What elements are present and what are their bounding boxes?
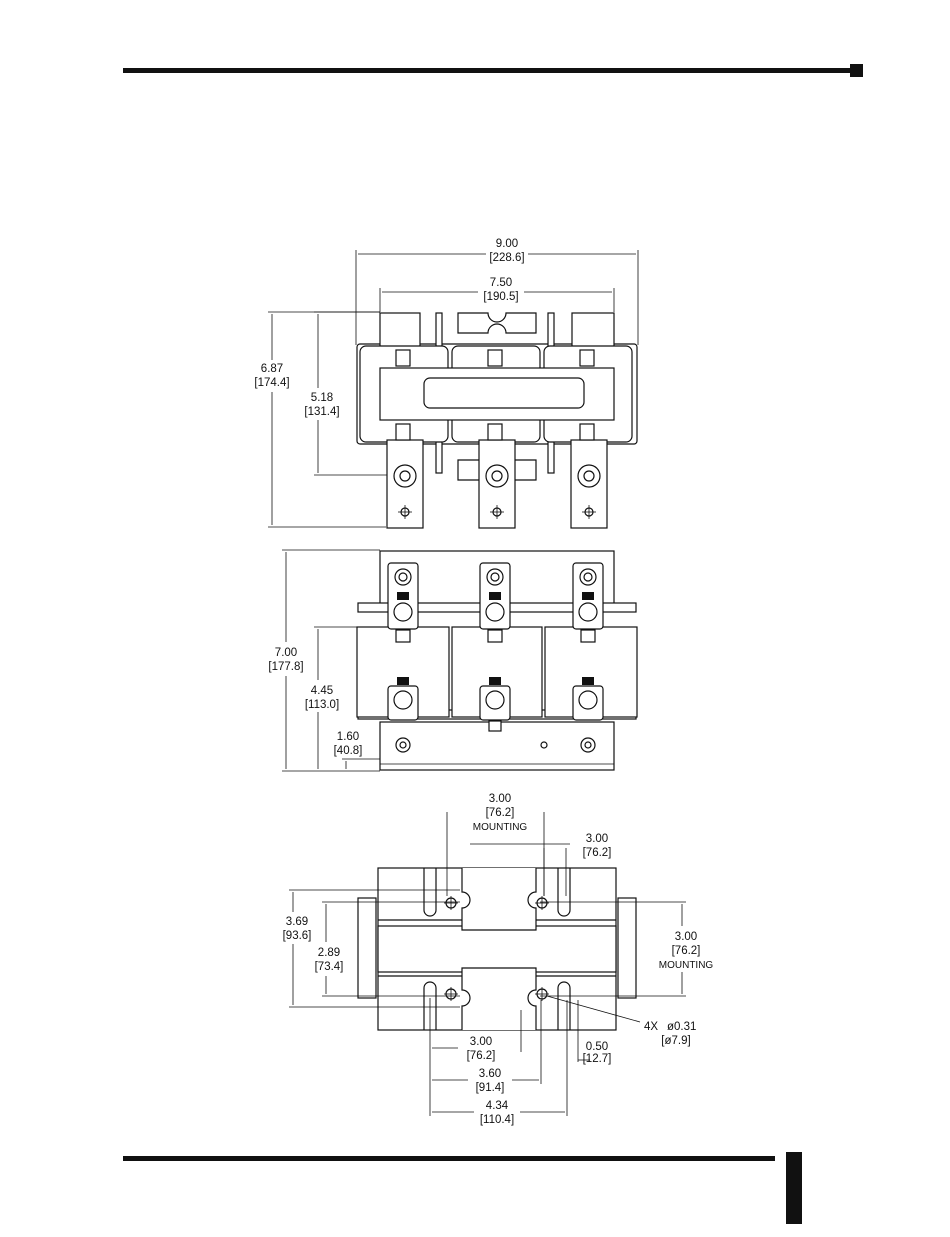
front-overall-width: 9.00 <box>496 238 518 250</box>
front-overall-height-mm: [174.4] <box>254 377 289 389</box>
header-rule-end-block <box>850 64 863 77</box>
top-height-left: 3.69 <box>286 916 308 928</box>
front-view <box>268 250 638 528</box>
slot-width-mm: [12.7] <box>583 1053 612 1065</box>
top-mount-height-mm: [76.2] <box>672 945 701 957</box>
bottom-dim-a-mm: [76.2] <box>467 1050 496 1062</box>
side-base-height-mm: [40.8] <box>334 745 363 757</box>
side-overall-height-mm: [177.8] <box>268 661 303 673</box>
slot-width: 0.50 <box>586 1041 608 1053</box>
header-rule <box>123 68 851 73</box>
side-terminal-height-mm: [113.0] <box>305 699 339 711</box>
hole-callout-size: ø0.31 <box>667 1021 696 1033</box>
bottom-dim-b-mm: [91.4] <box>476 1082 505 1094</box>
top-mount-height: 3.00 <box>675 931 697 943</box>
front-body-height-mm: [131.4] <box>304 406 339 418</box>
hole-callout-mm: [ø7.9] <box>661 1035 690 1047</box>
footer-rule <box>123 1156 775 1161</box>
bottom-dim-c-mm: [110.4] <box>480 1114 514 1126</box>
hole-callout-qty: 4X <box>644 1021 658 1033</box>
front-overall-height: 6.87 <box>261 363 283 375</box>
side-base-height: 1.60 <box>337 731 359 743</box>
side-terminal-height: 4.45 <box>311 685 333 697</box>
top-mount-height-note: MOUNTING <box>659 960 714 971</box>
top-height-inner-mm: [73.4] <box>315 961 344 973</box>
top-mount-right-width-mm: [76.2] <box>583 847 612 859</box>
footer-tab-block <box>786 1152 802 1224</box>
bottom-dim-c: 4.34 <box>486 1100 509 1112</box>
top-height-inner: 2.89 <box>318 947 340 959</box>
side-overall-height: 7.00 <box>275 647 297 659</box>
top-mount-width: 3.00 <box>489 793 511 805</box>
top-mount-width-note: MOUNTING <box>473 822 528 833</box>
bottom-dim-b: 3.60 <box>479 1068 501 1080</box>
front-terminal-width-mm: [190.5] <box>483 291 518 303</box>
top-height-left-mm: [93.6] <box>283 930 312 942</box>
bottom-dim-a: 3.00 <box>470 1036 492 1048</box>
front-body-height: 5.18 <box>311 392 333 404</box>
front-overall-width-mm: [228.6] <box>489 252 524 264</box>
front-terminal-width: 7.50 <box>490 277 512 289</box>
top-mount-right-width: 3.00 <box>586 833 608 845</box>
top-mount-width-mm: [76.2] <box>486 807 515 819</box>
side-view <box>282 550 637 771</box>
